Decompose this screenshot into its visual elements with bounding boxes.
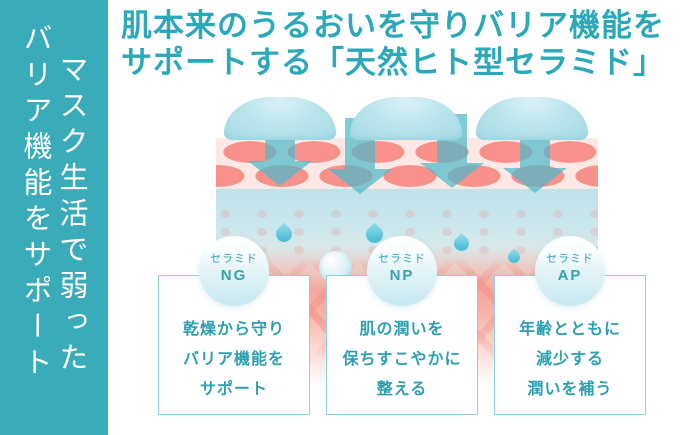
vertical-banner: マスク生活で弱った バリア機能をサポート <box>0 0 108 435</box>
badge-code: NP <box>389 267 415 284</box>
badge-code: AP <box>557 267 583 284</box>
headline-line-2: サポートする「天然ヒト型セラミド」 <box>121 45 665 80</box>
badge-label: セラミド <box>210 253 258 265</box>
badge-label: セラミド <box>378 253 426 265</box>
badge-code: NG <box>220 267 248 284</box>
moisture-dome-icon <box>476 97 588 140</box>
ceramide-card-np: 肌の潤いを 保ちすこやかに 整える <box>326 275 478 415</box>
headline-line-1: 肌本来のうるおいを守りバリア機能を <box>121 8 665 43</box>
card-text-line: 保ちすこやかに <box>342 351 462 368</box>
card-text-line: 整える <box>376 381 428 398</box>
headline: 肌本来のうるおいを守りバリア機能を サポートする「天然ヒト型セラミド」 <box>121 7 696 81</box>
badge-label: セラミド <box>546 253 594 265</box>
card-text-line: 減少する <box>535 351 604 368</box>
card-text-line: 肌の潤いを <box>359 321 445 338</box>
ceramide-badge-ng: セラミド NG <box>199 236 269 306</box>
card-text-line: 年齢とともに <box>518 321 621 338</box>
ceramide-badge-ap: セラミド AP <box>535 236 605 306</box>
moisture-dome-icon <box>350 97 462 140</box>
card-text-line: 潤いを補う <box>527 381 613 398</box>
card-text-line: サポート <box>199 381 268 398</box>
card-text-line: バリア機能を <box>182 351 285 368</box>
vertical-banner-text-2: バリア機能をサポート <box>19 23 51 383</box>
moisture-dome-icon <box>224 97 336 140</box>
ceramide-badge-np: セラミド NP <box>367 236 437 306</box>
vertical-banner-text-1: マスク生活で弱った <box>55 54 87 378</box>
card-text-line: 乾燥から守り <box>182 321 285 338</box>
